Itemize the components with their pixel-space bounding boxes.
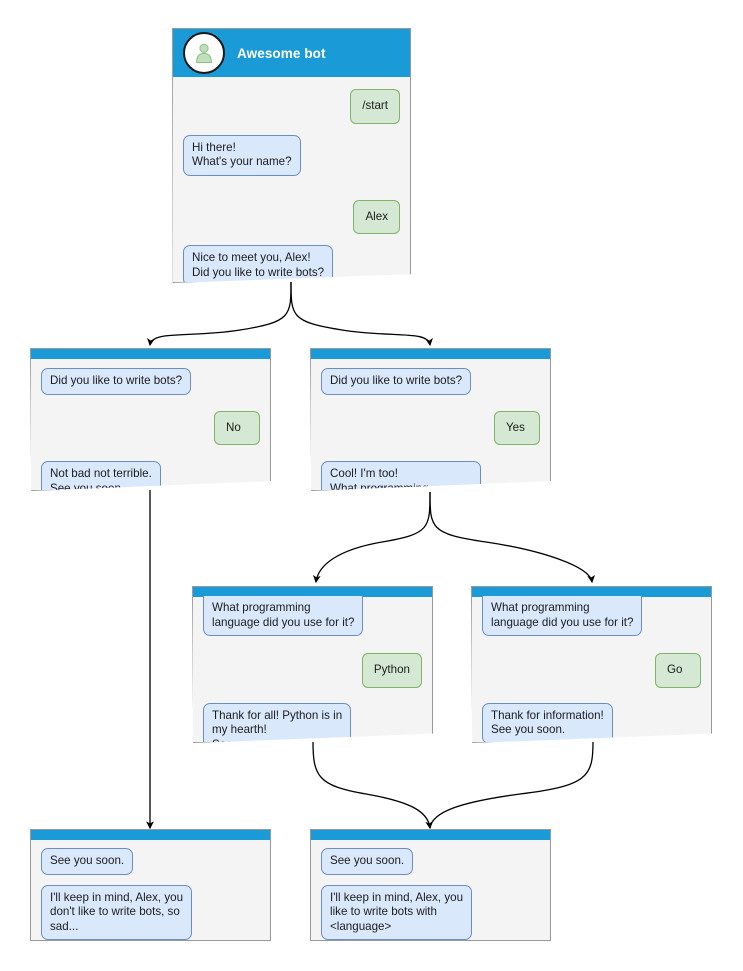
node-yes-branch-chat: Did you like to write bots? Yes Cool! I'… — [311, 359, 550, 490]
message-row: I'll keep in mind, Alex, you don't like … — [41, 884, 260, 940]
bot-bubble[interactable]: Thank for all! Python is in my hearth! S… — [203, 702, 352, 742]
node-go-branch-chat: What programming language did you use fo… — [472, 596, 711, 742]
user-bubble[interactable]: Python — [361, 653, 422, 688]
message-row: Not bad not terrible. See you soon. — [41, 461, 260, 490]
node-end-happy-header — [311, 830, 550, 840]
message-row: Did you like to write bots? — [321, 368, 540, 395]
node-no-branch[interactable]: Did you like to write bots? No Not bad n… — [30, 348, 271, 491]
bot-bubble[interactable]: Nice to meet you, Alex! Did you like to … — [183, 245, 334, 282]
bot-bubble[interactable]: What programming language did you use fo… — [482, 596, 643, 636]
node-go-branch[interactable]: What programming language did you use fo… — [471, 586, 712, 743]
bot-bubble[interactable]: Hi there! What's your name? — [183, 134, 301, 176]
message-row: Yes — [321, 410, 540, 445]
message-row: What programming language did you use fo… — [482, 596, 701, 636]
node-root[interactable]: Awesome bot /start Hi there! What's your… — [172, 28, 411, 283]
edge-python-to-end-happy — [312, 741, 434, 830]
message-row: Alex — [183, 199, 400, 234]
bot-bubble[interactable]: Thank for information! See you soon. — [482, 702, 613, 742]
node-yes-branch[interactable]: Did you like to write bots? Yes Cool! I'… — [310, 348, 551, 491]
message-row: Cool! I'm too! What programming language… — [321, 461, 540, 490]
message-row: Go — [482, 653, 701, 688]
node-root-title: Awesome bot — [237, 45, 326, 61]
node-end-sad-chat: See you soon. I'll keep in mind, Alex, y… — [31, 840, 270, 940]
message-row: Python — [203, 653, 422, 688]
bot-bubble[interactable]: See you soon. — [41, 848, 134, 875]
message-row: Hi there! What's your name? — [183, 134, 400, 176]
node-root-chat: /start Hi there! What's your name? Alex … — [173, 77, 410, 282]
bot-bubble[interactable]: I'll keep in mind, Alex, you don't like … — [41, 884, 193, 940]
bot-bubble[interactable]: Cool! I'm too! What programming language… — [321, 461, 482, 490]
node-python-branch-chat: What programming language did you use fo… — [193, 596, 432, 742]
node-python-branch-header — [193, 587, 432, 597]
user-bubble[interactable]: No — [214, 410, 260, 445]
node-end-happy[interactable]: See you soon. I'll keep in mind, Alex, y… — [310, 829, 551, 941]
bot-bubble[interactable]: What programming language did you use fo… — [203, 596, 364, 636]
user-bubble[interactable]: Go — [655, 653, 701, 688]
bot-bubble[interactable]: Did you like to write bots? — [321, 368, 472, 395]
edge-yes-to-go — [429, 491, 596, 584]
node-end-sad[interactable]: See you soon. I'll keep in mind, Alex, y… — [30, 829, 271, 941]
bot-bubble[interactable]: See you soon. — [321, 848, 414, 875]
edge-yes-to-python — [312, 491, 431, 584]
message-row: I'll keep in mind, Alex, you like to wri… — [321, 884, 540, 940]
user-bubble[interactable]: Alex — [353, 199, 400, 234]
node-end-happy-chat: See you soon. I'll keep in mind, Alex, y… — [311, 840, 550, 940]
bot-bubble[interactable]: I'll keep in mind, Alex, you like to wri… — [321, 884, 473, 940]
message-row: See you soon. — [41, 848, 260, 875]
node-python-branch[interactable]: What programming language did you use fo… — [192, 586, 433, 743]
edge-root-to-no — [147, 281, 292, 347]
edge-go-to-end-happy — [429, 741, 594, 829]
message-row: Nice to meet you, Alex! Did you like to … — [183, 245, 400, 282]
edge-root-to-yes — [290, 281, 433, 347]
node-no-branch-chat: Did you like to write bots? No Not bad n… — [31, 359, 270, 490]
node-no-branch-header — [31, 349, 270, 359]
message-row: See you soon. — [321, 848, 540, 875]
node-root-header: Awesome bot — [173, 29, 410, 77]
message-row: What programming language did you use fo… — [203, 596, 422, 636]
user-bubble[interactable]: /start — [350, 89, 400, 124]
node-end-sad-header — [31, 830, 270, 840]
message-row: Did you like to write bots? — [41, 368, 260, 395]
message-row: Thank for information! See you soon. — [482, 702, 701, 742]
bot-bubble[interactable]: Not bad not terrible. See you soon. — [41, 461, 161, 490]
node-yes-branch-header — [311, 349, 550, 359]
message-row: Thank for all! Python is in my hearth! S… — [203, 702, 422, 742]
person-avatar-icon — [183, 32, 225, 74]
user-bubble[interactable]: Yes — [494, 410, 540, 445]
message-row: /start — [183, 89, 400, 124]
bot-bubble[interactable]: Did you like to write bots? — [41, 368, 192, 395]
message-row: No — [41, 410, 260, 445]
node-go-branch-header — [472, 587, 711, 597]
